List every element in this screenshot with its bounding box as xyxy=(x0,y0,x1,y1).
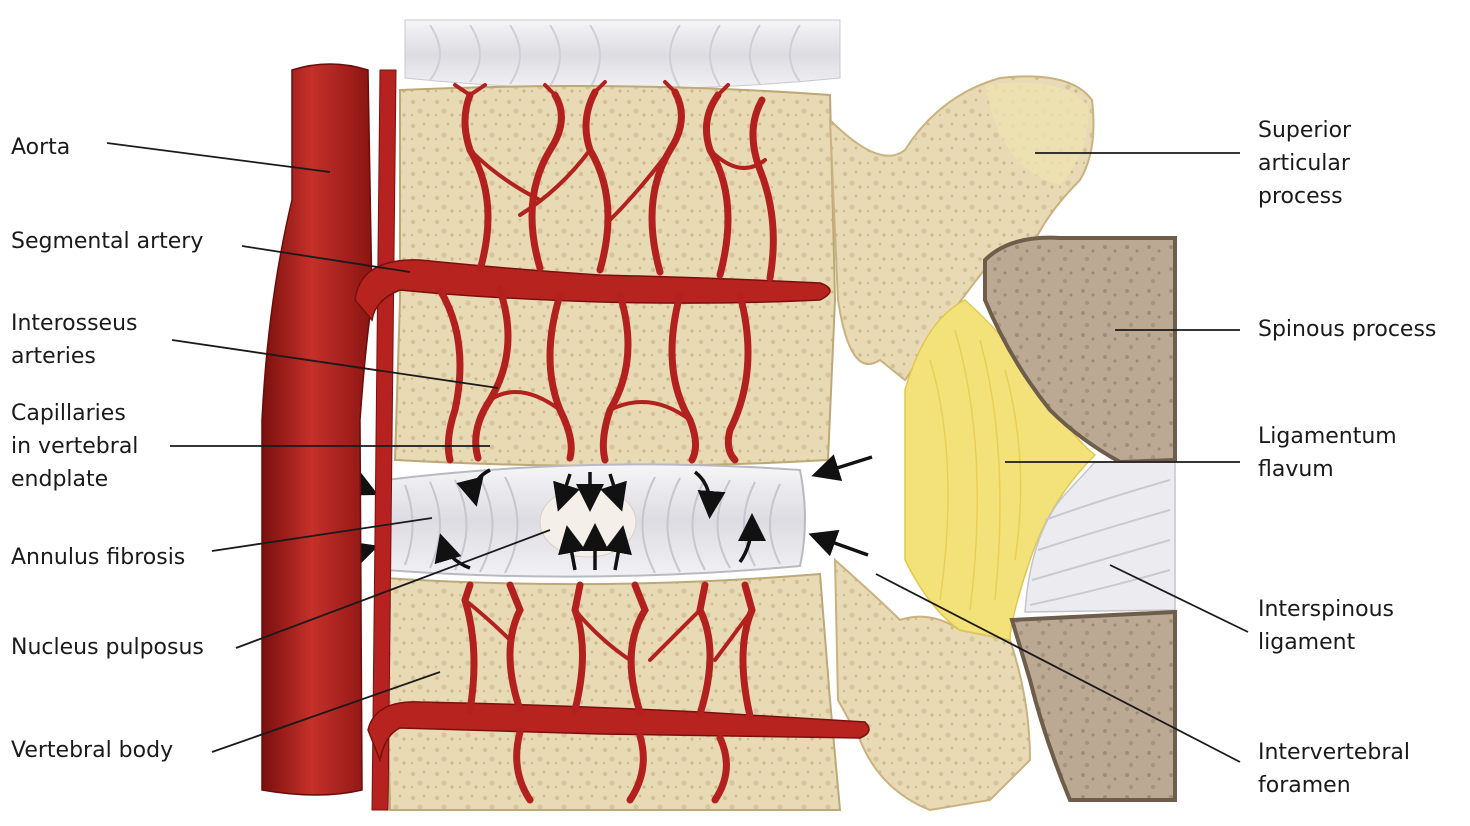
label-capillaries: Capillaries in vertebral endplate xyxy=(11,397,138,496)
label-nucleus-pulposus: Nucleus pulposus xyxy=(11,631,204,664)
label-interosseus-arteries: Interosseus arteries xyxy=(11,307,137,373)
label-vertebral-body: Vertebral body xyxy=(11,734,173,767)
label-spinous-process: Spinous process xyxy=(1258,313,1436,346)
label-superior-articular-process: Superior articular process xyxy=(1258,114,1351,213)
label-intervertebral-foramen: Intervertebral foramen xyxy=(1258,736,1410,802)
label-annulus-fibrosis: Annulus fibrosis xyxy=(11,541,185,574)
label-ligamentum-flavum: Ligamentum flavum xyxy=(1258,420,1397,486)
spinous-process-lower xyxy=(1012,612,1175,800)
label-interspinous-ligament: Interspinous ligament xyxy=(1258,593,1394,659)
nucleus-pulposus xyxy=(540,487,636,557)
aorta-vessel xyxy=(262,64,372,795)
label-aorta: Aorta xyxy=(11,131,70,164)
upper-disc xyxy=(405,20,840,89)
lower-vertebral-body xyxy=(385,574,840,810)
label-segmental-artery: Segmental artery xyxy=(11,225,203,258)
